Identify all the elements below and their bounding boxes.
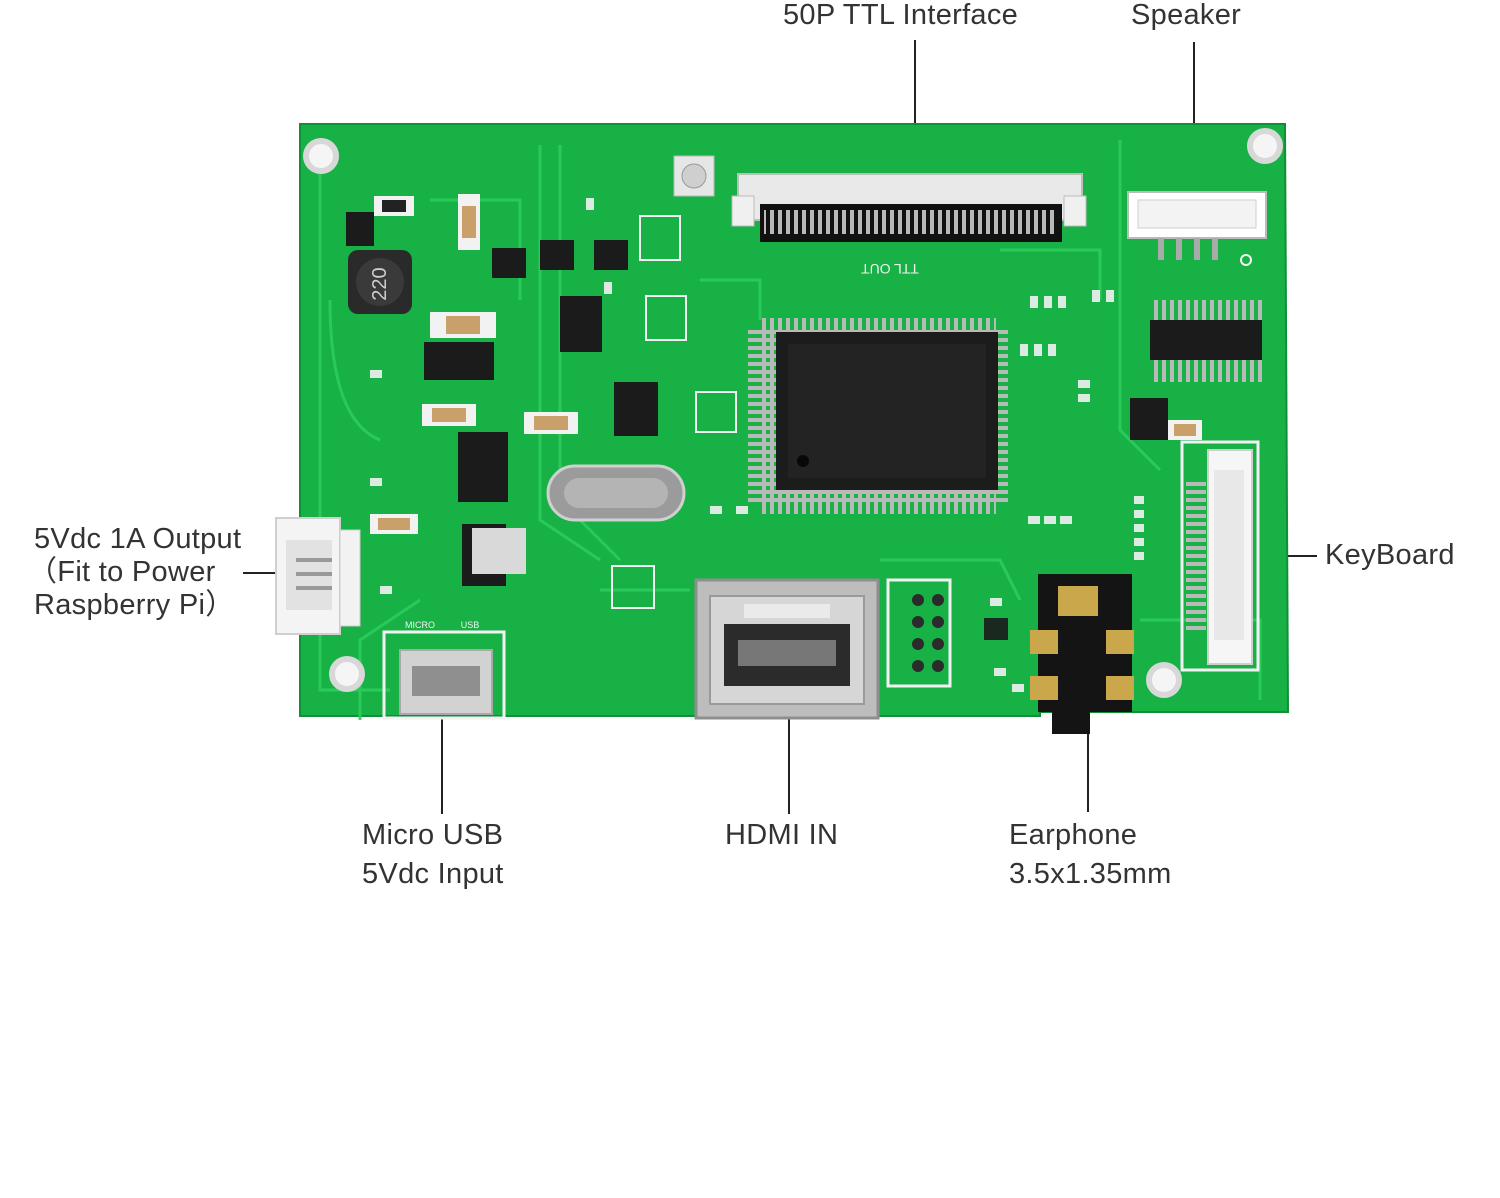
- earphone-leader: [1087, 732, 1089, 812]
- keyboard-label: KeyBoard: [1325, 539, 1455, 571]
- earphone-label: Earphone 3.5x1.35mm: [1009, 819, 1172, 891]
- output-leader: [243, 572, 277, 574]
- main-controller-ic: [748, 318, 1008, 514]
- earphone-label-line1: Earphone: [1009, 819, 1138, 851]
- inductor-value: 220: [369, 267, 391, 300]
- micro-silkscreen: MICRO: [405, 620, 435, 630]
- usb-leader: [441, 714, 443, 814]
- smd-pads: [370, 198, 1144, 692]
- smd-components: [370, 194, 1202, 609]
- ttl-out-silkscreen: TTL OUT: [861, 261, 919, 277]
- output-label: 5Vdc 1A Output （Fit to Power Raspberry P…: [28, 523, 242, 622]
- speaker-label: Speaker: [1131, 0, 1242, 31]
- inductor: [348, 250, 412, 314]
- keyboard-connector: [1180, 440, 1260, 672]
- hdmi-label: HDMI IN: [725, 819, 839, 851]
- speaker-connector: [1127, 191, 1267, 266]
- trim-potentiometer: [673, 155, 715, 197]
- micro-usb-port: [382, 630, 506, 720]
- usb-label-line2: 5Vdc Input: [362, 858, 504, 890]
- output-label-line2: （Fit to Power: [28, 556, 216, 588]
- earphone-jack: [1030, 574, 1134, 734]
- ttl-interface-leader: [914, 40, 916, 170]
- keyboard-leader: [1262, 555, 1317, 557]
- hdmi-port: [694, 578, 880, 720]
- ttl-fpc-connector: [731, 173, 1087, 242]
- output-label-line3: Raspberry Pi）: [34, 589, 235, 621]
- output-label-line1: 5Vdc 1A Output: [34, 523, 242, 555]
- crystal-oscillator: [546, 464, 686, 522]
- mounting-holes: [303, 128, 1283, 698]
- audio-amp-ic: [1150, 300, 1262, 382]
- hdmi-leader: [788, 718, 790, 814]
- usb-label: Micro USB 5Vdc Input: [362, 819, 504, 891]
- earphone-label-line2: 3.5x1.35mm: [1009, 858, 1172, 890]
- speaker-leader: [1193, 42, 1195, 192]
- usb-label-line1: Micro USB: [362, 819, 504, 851]
- pin-header: [886, 578, 952, 688]
- usb-silkscreen: USB: [461, 620, 480, 630]
- ttl-interface-label: 50P TTL Interface: [783, 0, 1019, 31]
- power-output-connector: [275, 517, 361, 635]
